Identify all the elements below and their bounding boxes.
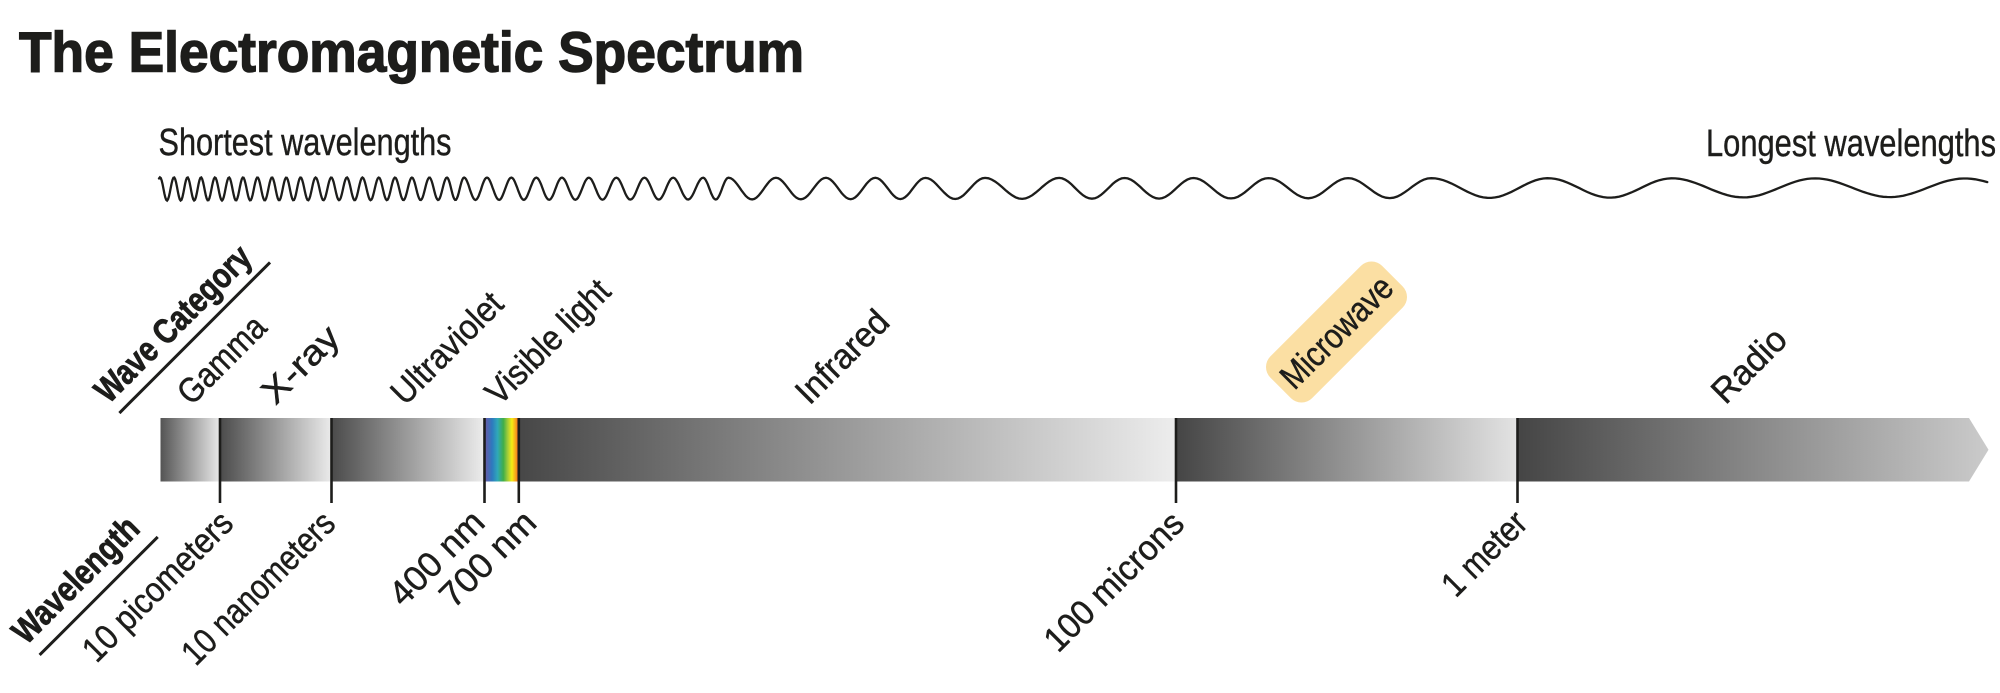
svg-text:100 microns: 100 microns: [1036, 504, 1192, 660]
svg-text:Longest wavelengths: Longest wavelengths: [1706, 123, 1996, 165]
svg-text:The Electromagnetic Spectrum: The Electromagnetic Spectrum: [19, 21, 804, 85]
svg-text:1 meter: 1 meter: [1434, 503, 1535, 604]
svg-text:Visible light: Visible light: [478, 271, 619, 412]
svg-text:Radio: Radio: [1704, 320, 1795, 411]
svg-text:Shortest wavelengths: Shortest wavelengths: [159, 122, 452, 164]
svg-text:Microwave: Microwave: [1273, 268, 1402, 397]
svg-text:Infrared: Infrared: [788, 302, 898, 412]
